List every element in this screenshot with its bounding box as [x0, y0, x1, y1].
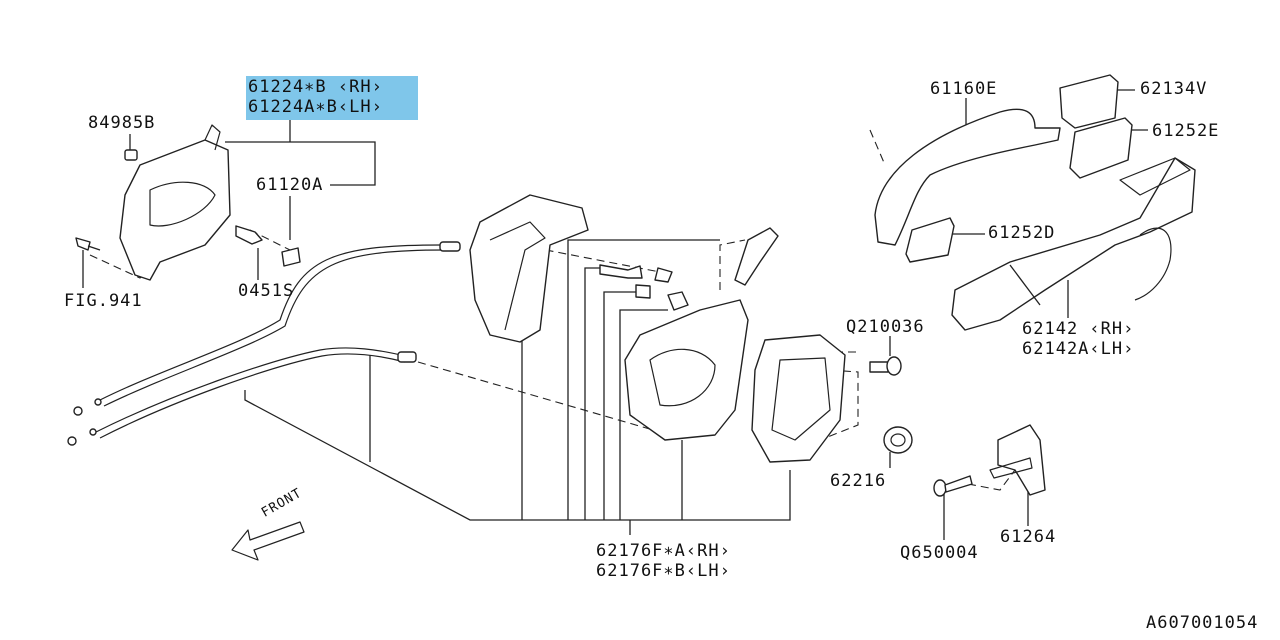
diagram-id: A607001054: [1146, 613, 1259, 633]
label-outer-handle[interactable]: 61160E: [930, 79, 998, 99]
label-striker[interactable]: 61264: [1000, 527, 1057, 547]
door-latch-assembly[interactable]: [599, 227, 846, 463]
label-latch-rh[interactable]: 62176F∗A‹RH›: [596, 541, 731, 561]
outer-handle-base[interactable]: [951, 157, 1196, 331]
label-handle-cap[interactable]: 62134V: [1140, 79, 1208, 99]
label-latch-lh[interactable]: 62176F∗B‹LH›: [596, 561, 731, 581]
label-handle-base-lh[interactable]: 62142A‹LH›: [1022, 339, 1135, 359]
label-screw[interactable]: Q650004: [900, 543, 979, 563]
label-pad-e[interactable]: 61252E: [1152, 121, 1220, 141]
striker-and-fasteners[interactable]: [869, 356, 1046, 497]
label-clip[interactable]: 0451S: [238, 281, 295, 301]
outer-door-handle[interactable]: [874, 74, 1133, 263]
label-bolt[interactable]: Q210036: [846, 317, 925, 337]
highlighted-part-callout[interactable]: [246, 76, 418, 120]
leader-lines: [82, 89, 1148, 540]
label-nut[interactable]: 84985B: [88, 113, 156, 133]
label-bracket[interactable]: 61120A: [256, 175, 324, 195]
label-inner-handle-rh[interactable]: 61224∗B ‹RH›: [248, 77, 383, 97]
inner-handle-fasteners: [75, 225, 301, 267]
latch-bracket[interactable]: [469, 194, 589, 343]
label-handle-base-rh[interactable]: 62142 ‹RH›: [1022, 319, 1135, 339]
label-fig-reference[interactable]: FIG.941: [64, 291, 143, 311]
label-pad-d[interactable]: 61252D: [988, 223, 1056, 243]
front-direction-arrow: [231, 521, 305, 561]
label-inner-handle-lh[interactable]: 61224A∗B‹LH›: [248, 97, 383, 117]
cable-assemblies: [67, 241, 461, 446]
inner-door-handle[interactable]: [119, 124, 231, 281]
label-grommet[interactable]: 62216: [830, 471, 887, 491]
